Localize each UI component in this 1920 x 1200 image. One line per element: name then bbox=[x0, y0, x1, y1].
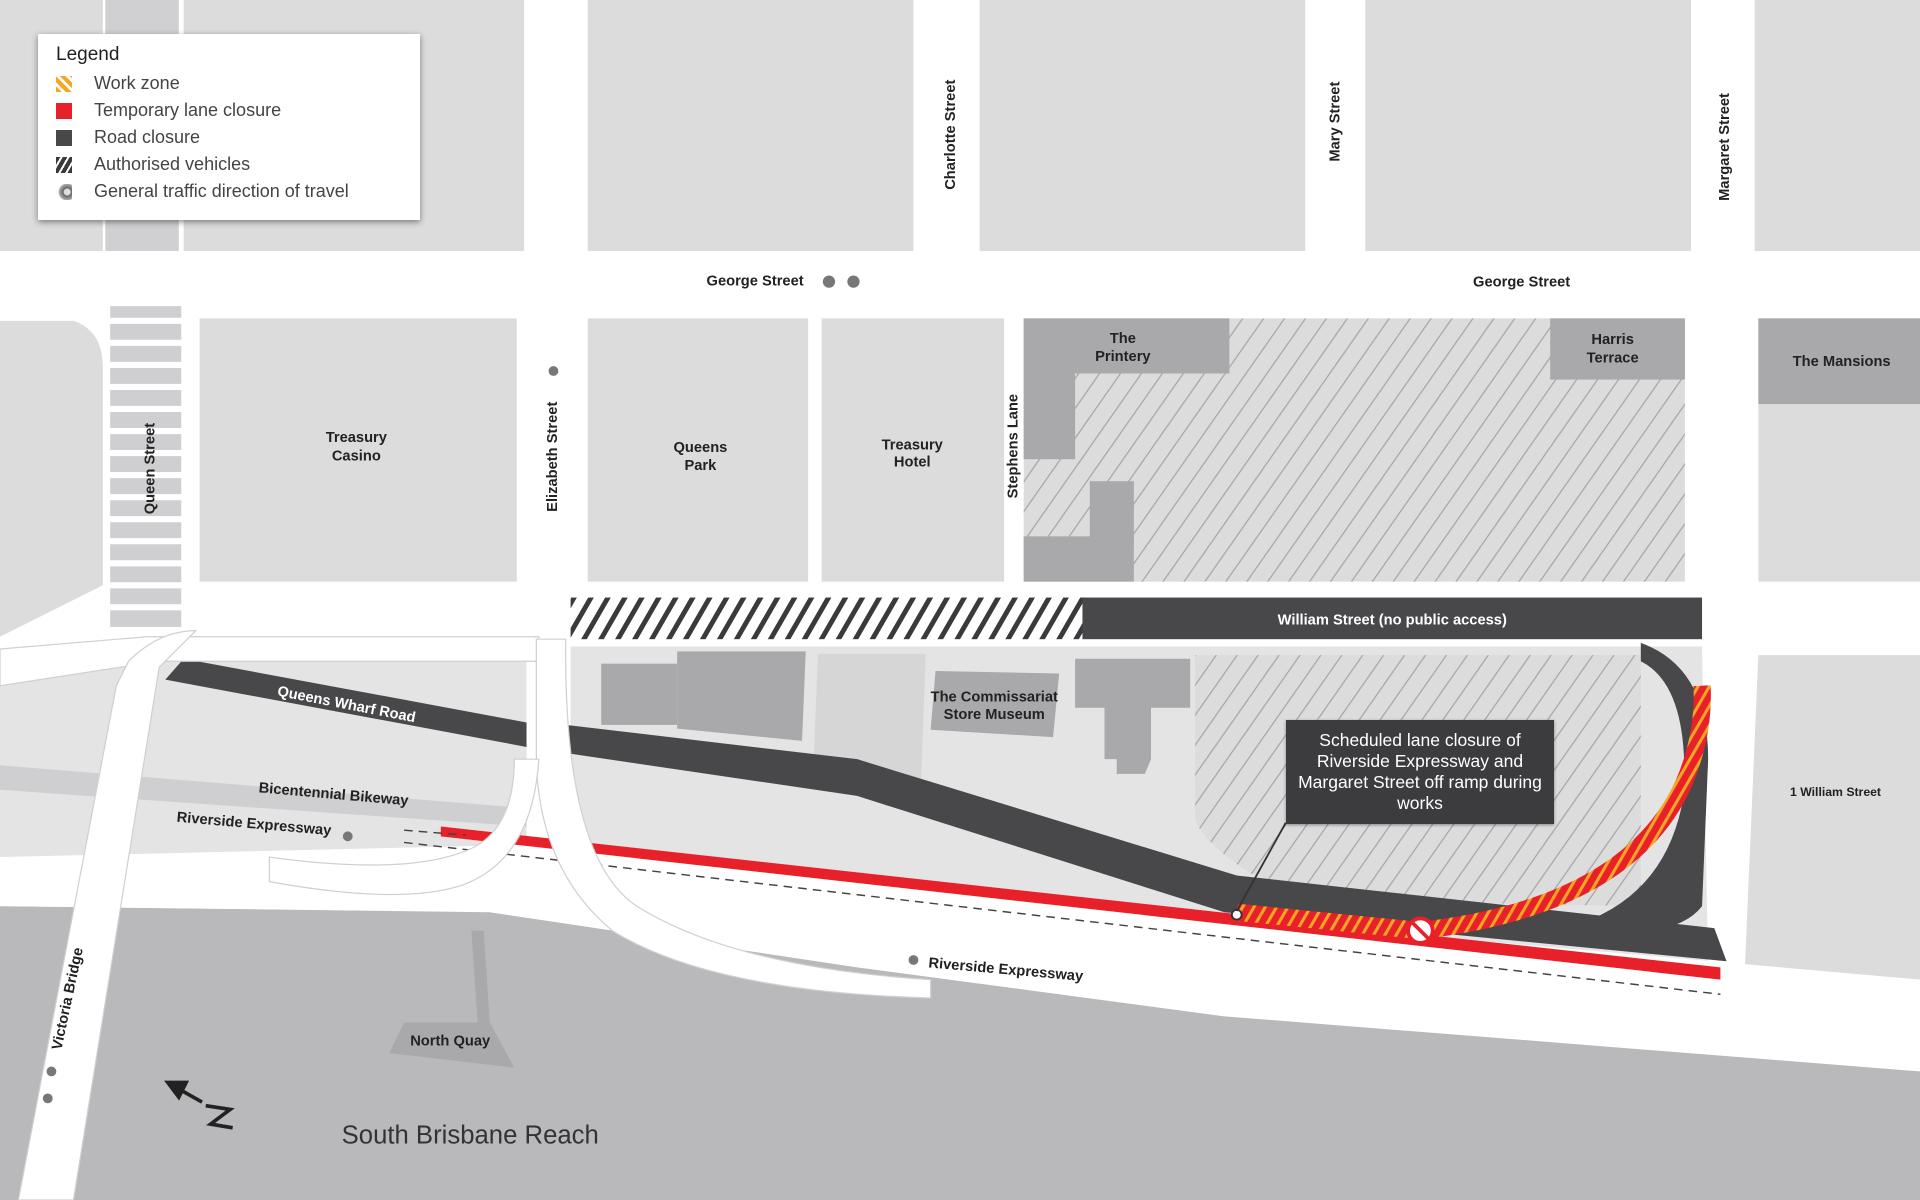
place-mansions: The Mansions bbox=[1793, 354, 1891, 370]
city-blocks-middle bbox=[0, 306, 1920, 637]
red-square-icon bbox=[56, 102, 72, 119]
lane-closure-red bbox=[440, 826, 1721, 980]
work-zone bbox=[1235, 685, 1711, 940]
street-label-george: George Street bbox=[707, 273, 804, 289]
street-label-queen: Queen Street bbox=[142, 423, 158, 515]
queens-wharf-road bbox=[165, 658, 527, 747]
building-commissariat bbox=[930, 671, 1060, 738]
margaret-street-off-ramp bbox=[1555, 642, 1709, 934]
queens-wharf-road-east bbox=[565, 724, 1727, 962]
work-zone-hatch-icon bbox=[56, 75, 72, 92]
lane-closure-callout: Scheduled lane closure of Riverside Expr… bbox=[1286, 720, 1554, 824]
place-harris-terrace-1: Harris bbox=[1591, 332, 1633, 348]
building-harris-terrace bbox=[1550, 318, 1685, 380]
street-label-george-east: George Street bbox=[1473, 275, 1570, 291]
north-quay-pier bbox=[389, 930, 515, 1068]
callout-leader-line bbox=[1235, 822, 1287, 912]
direction-arrow-icon bbox=[56, 183, 72, 200]
place-commissariat-1: The Commissariat bbox=[931, 690, 1058, 706]
street-label-stephens: Stephens Lane bbox=[1006, 394, 1022, 498]
place-treasury-hotel-2: Hotel bbox=[894, 455, 931, 471]
place-commissariat-2: Store Museum bbox=[944, 707, 1045, 723]
william-street-authorised bbox=[570, 597, 1085, 640]
legend-label: Work zone bbox=[94, 73, 180, 93]
riverside-expressway bbox=[0, 844, 1920, 1041]
place-queens-park-2: Park bbox=[684, 458, 717, 474]
street-label-margaret: Margaret Street bbox=[1717, 93, 1733, 201]
lane-divider bbox=[403, 841, 1721, 996]
place-harris-terrace-2: Terrace bbox=[1587, 350, 1639, 366]
legend-title: Legend bbox=[56, 44, 120, 65]
legend-label: Authorised vehicles bbox=[94, 154, 251, 174]
place-north-quay: North Quay bbox=[410, 1034, 491, 1050]
building-mansions bbox=[1758, 318, 1920, 405]
place-one-william: 1 William Street bbox=[1790, 785, 1881, 799]
place-printery-1: The bbox=[1110, 331, 1136, 347]
direction-arrow-icons bbox=[42, 275, 919, 1104]
legend-panel: Legend Work zone Temporary lane closure … bbox=[38, 34, 420, 220]
legend-item-work-zone: Work zone bbox=[56, 70, 402, 97]
overpass-roads bbox=[0, 629, 932, 1200]
place-printery-2: Printery bbox=[1095, 349, 1151, 365]
callout-pointer-dot bbox=[1230, 908, 1243, 921]
legend-label: General traffic direction of travel bbox=[94, 181, 349, 201]
legend-item-road-closure: Road closure bbox=[56, 124, 402, 151]
legend-item-lane-closure: Temporary lane closure bbox=[56, 97, 402, 124]
place-queens-park-1: Queens bbox=[673, 440, 727, 456]
place-treasury-casino-2: Casino bbox=[332, 448, 381, 464]
place-treasury-casino-1: Treasury bbox=[326, 430, 388, 446]
legend-item-authorised: Authorised vehicles bbox=[56, 151, 402, 178]
place-treasury-hotel-1: Treasury bbox=[882, 437, 944, 453]
william-street-closed bbox=[1082, 597, 1703, 640]
diagonal-stripes-icon bbox=[56, 156, 72, 173]
legend-item-direction: General traffic direction of travel bbox=[56, 178, 402, 205]
building-printery bbox=[1023, 318, 1230, 374]
legend-label: Temporary lane closure bbox=[94, 100, 282, 120]
north-arrow-icon bbox=[164, 1080, 235, 1130]
street-label-mary: Mary Street bbox=[1328, 82, 1344, 162]
river-label: South Brisbane Reach bbox=[342, 1122, 599, 1150]
street-label-elizabeth: Elizabeth Street bbox=[545, 402, 561, 512]
legend-label: Road closure bbox=[94, 127, 201, 147]
street-label-william: William Street (no public access) bbox=[1278, 612, 1507, 628]
street-label-charlotte: Charlotte Street bbox=[943, 80, 959, 190]
dark-square-icon bbox=[56, 129, 72, 146]
